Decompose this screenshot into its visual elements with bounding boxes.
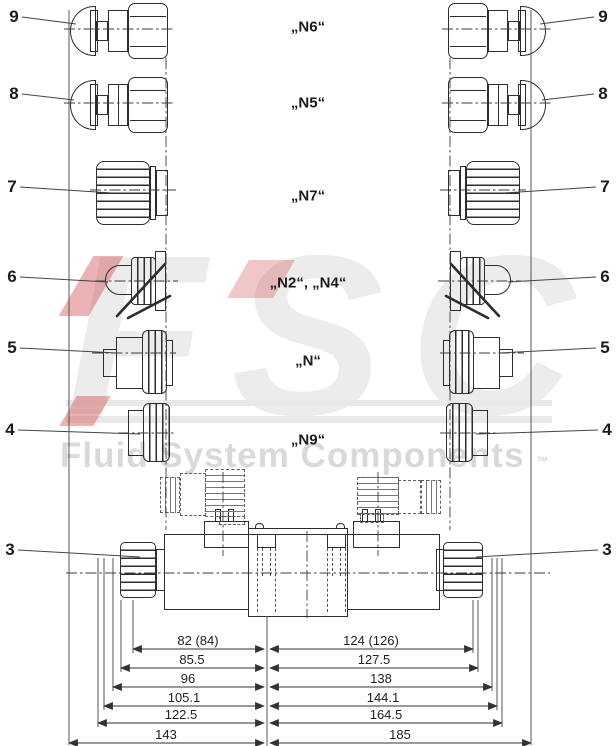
dim-left-143: 143 — [155, 727, 177, 742]
body-detail-line — [118, 84, 119, 126]
pushbutton-stem — [96, 95, 108, 115]
phantom-coil-body — [398, 480, 421, 514]
knurled-knob — [143, 403, 170, 462]
phantom-stem — [219, 516, 245, 525]
nut-section-line — [130, 90, 166, 91]
callout-9-right: 9 — [598, 7, 608, 26]
mounting-nut — [128, 3, 168, 59]
dim-right-124-126: 124 (126) — [343, 633, 399, 648]
phantom-stem — [360, 513, 384, 523]
callout-8-left: 8 — [9, 84, 19, 103]
screw-bump — [336, 523, 345, 529]
pushbutton-stem — [508, 21, 520, 41]
phantom-coil-fins — [205, 469, 245, 517]
knurled-knob — [449, 330, 474, 394]
mounting-nut — [128, 77, 168, 133]
watermark-trademark: ™ — [536, 454, 548, 468]
phantom-knurled-knob — [160, 477, 180, 513]
pushbutton-stem — [96, 21, 108, 41]
dim-left-85-5: 85.5 — [179, 652, 205, 667]
nut-section-line — [130, 16, 166, 17]
knob-end — [166, 340, 173, 386]
callout-4-left: 4 — [5, 420, 15, 439]
pushbutton-body — [488, 10, 508, 52]
dim-right-144-1: 144.1 — [366, 690, 400, 705]
variant-label-n2-n4: „N2“, „N4“ — [269, 274, 347, 292]
nut-section-line — [130, 46, 166, 47]
knob-ring — [150, 166, 156, 220]
callout-5-left: 5 — [7, 338, 17, 357]
mounting-hole-hidden — [332, 548, 341, 576]
variant-label-n6: „N6“ — [290, 18, 326, 36]
dim-left-82-84: 82 (84) — [177, 633, 219, 648]
variant-label-n: „N“ — [295, 352, 321, 370]
phantom-knurled-knob — [421, 480, 441, 514]
mounting-hole-counterbore — [327, 534, 346, 548]
dim-right-127-5: 127.5 — [357, 652, 391, 667]
pushbutton-stem — [508, 95, 520, 115]
variant-label-n9: „N9“ — [290, 431, 326, 449]
mounting-nut — [448, 3, 488, 59]
callout-3-left: 3 — [5, 540, 15, 559]
callout-9-left: 9 — [9, 7, 19, 26]
valve-end-cap — [120, 542, 156, 598]
solenoid-tube-right — [347, 534, 440, 610]
nut-section-line — [450, 120, 486, 121]
knob-collar — [156, 170, 168, 216]
button-dome — [105, 265, 132, 295]
variant-label-n5: „N5“ — [290, 94, 326, 112]
watermark-stripe — [66, 400, 552, 406]
callout-4-right: 4 — [602, 420, 612, 439]
pushbutton-body — [108, 10, 128, 52]
dim-left-96: 96 — [180, 671, 196, 686]
mounting-hole-counterbore — [257, 534, 276, 548]
callout-6-right: 6 — [600, 267, 610, 286]
variant-label-n7: „N7“ — [290, 187, 326, 205]
callout-6-left: 6 — [7, 267, 17, 286]
nut-section-line — [130, 120, 166, 121]
knob-ring — [460, 166, 466, 220]
nut-section-line — [450, 90, 486, 91]
nut-section-line — [450, 46, 486, 47]
body-top-plate-line — [248, 534, 348, 535]
mounting-nut — [448, 77, 488, 133]
dim-right-138: 138 — [370, 671, 392, 686]
callout-3-right: 3 — [602, 540, 612, 559]
callout-8-right: 8 — [598, 84, 608, 103]
button-dome — [484, 265, 511, 295]
mounting-hole-hidden — [257, 548, 276, 612]
body-detail-line — [498, 84, 499, 126]
knurled-knob — [446, 403, 473, 462]
nut-section-line — [450, 16, 486, 17]
knob-end — [443, 340, 450, 386]
dim-right-164-5: 164.5 — [369, 707, 403, 722]
watermark-stripe — [66, 416, 552, 423]
screw-bump — [255, 523, 264, 529]
valve-end-cap — [443, 542, 483, 598]
mounting-hole-hidden — [327, 548, 346, 612]
callout-5-right: 5 — [600, 338, 610, 357]
dim-left-122-5: 122.5 — [164, 707, 198, 722]
callout-7-left: 7 — [7, 177, 17, 196]
dim-left-105-1: 105.1 — [167, 690, 201, 705]
dim-right-185: 185 — [389, 727, 411, 742]
mounting-hole-hidden — [262, 548, 271, 576]
callout-7-right: 7 — [600, 177, 610, 196]
knob-collar — [448, 170, 460, 216]
